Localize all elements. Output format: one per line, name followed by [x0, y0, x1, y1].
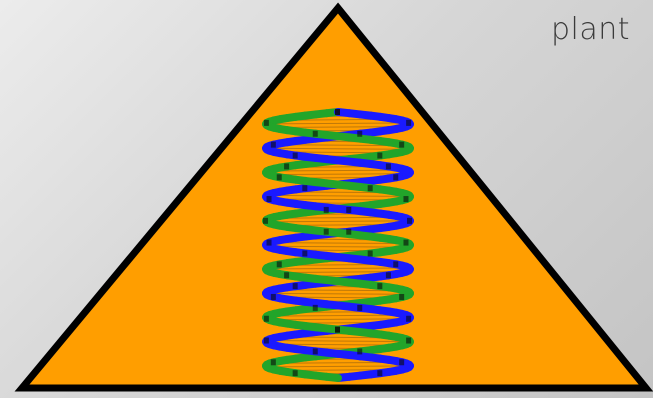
helix-accent: [263, 218, 268, 224]
helix-accent: [264, 316, 269, 322]
helix-accent: [293, 283, 298, 289]
helix-accent: [403, 196, 408, 202]
helix-accent: [264, 120, 269, 126]
helix-accent: [368, 185, 373, 191]
helix-accent: [377, 283, 382, 289]
helix-accent: [313, 131, 318, 137]
helix-strand-green: [327, 377, 338, 378]
helix-accent: [293, 153, 298, 159]
helix-strand-blue: [338, 354, 349, 355]
helix-accent: [284, 272, 289, 278]
helix-accent: [357, 305, 362, 311]
helix-accent: [346, 229, 351, 235]
helix-accent: [271, 294, 276, 300]
helix-accent: [302, 185, 307, 191]
helix-accent: [271, 359, 276, 365]
helix-accent: [302, 250, 307, 256]
helix-accent: [357, 131, 362, 137]
helix-accent: [406, 120, 411, 126]
helix-accent: [377, 153, 382, 159]
helix-strand-green: [338, 185, 349, 186]
helix-accent: [293, 370, 298, 376]
helix-strand-blue: [338, 257, 349, 258]
helix-accent: [271, 142, 276, 148]
helix-accent: [264, 338, 269, 344]
helix-accent: [324, 229, 329, 235]
helix-accent: [277, 174, 282, 180]
helix-accent: [393, 261, 398, 267]
helix-accent: [393, 174, 398, 180]
helix-accent: [267, 240, 272, 246]
helix-accent: [403, 240, 408, 246]
helix-accent: [399, 142, 404, 148]
helix-accent: [346, 207, 351, 213]
helix-accent: [368, 250, 373, 256]
helix-strand-blue: [338, 160, 349, 161]
helix-accent: [335, 109, 340, 115]
helix-accent: [277, 261, 282, 267]
helix-accent: [386, 163, 391, 169]
helix-strand-green: [338, 281, 349, 282]
helix-accent: [407, 218, 412, 224]
helix-accent: [399, 294, 404, 300]
helix-accent: [386, 272, 391, 278]
helix-accent: [377, 370, 382, 376]
helix-accent: [406, 338, 411, 344]
helix-strand-blue: [338, 305, 349, 306]
helix-accent: [335, 327, 340, 333]
helix-accent: [406, 316, 411, 322]
helix-strand-green: [338, 136, 349, 137]
helix-accent: [399, 359, 404, 365]
helix-accent: [357, 348, 362, 354]
helix-accent: [267, 196, 272, 202]
helix-accent: [313, 348, 318, 354]
helix-accent: [324, 207, 329, 213]
helix-accent: [313, 305, 318, 311]
helix-accent: [284, 163, 289, 169]
slide-corner-text: plant: [551, 12, 630, 47]
